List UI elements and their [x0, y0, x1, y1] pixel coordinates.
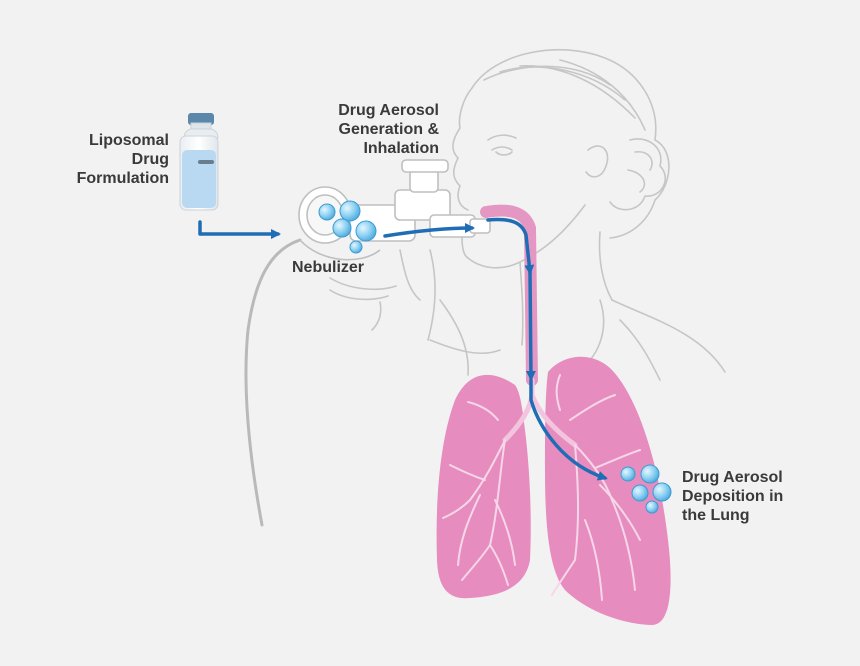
aerosol-particle-icon	[355, 220, 377, 242]
aerosol-particle-icon	[349, 240, 363, 254]
label-line: Formulation	[76, 170, 169, 187]
label-liposomal-formulation: Liposomal Drug Formulation	[77, 131, 169, 188]
airway	[480, 204, 538, 386]
label-line: the Lung	[682, 507, 750, 524]
label-line: Generation &	[338, 121, 439, 138]
aerosol-particles-lung	[620, 464, 672, 514]
aerosol-particle-icon	[640, 464, 660, 484]
label-line: Drug	[131, 151, 169, 168]
hand-outline	[329, 249, 436, 341]
aerosol-particle-icon	[339, 200, 361, 222]
label-aerosol-deposition: Drug Aerosol Deposition in the Lung	[682, 468, 783, 525]
label-nebulizer: Nebulizer	[292, 259, 365, 276]
label-line: Drug Aerosol	[682, 469, 783, 486]
aerosol-particle-icon	[645, 500, 659, 514]
lung-icon	[436, 356, 671, 625]
label-line: Deposition in	[682, 488, 784, 505]
aerosol-particle-icon	[332, 218, 352, 238]
aerosol-particle-icon	[620, 466, 636, 482]
person-outline	[429, 48, 726, 381]
vial-icon	[179, 113, 219, 211]
nebulizer-tubing	[244, 238, 302, 527]
aerosol-particles-nebulizer	[318, 200, 377, 254]
label-line: Drug Aerosol	[338, 102, 439, 119]
aerosol-particle-icon	[631, 484, 649, 502]
label-aerosol-generation: Drug Aerosol Generation & Inhalation	[338, 101, 439, 158]
label-line: Inhalation	[363, 140, 439, 157]
aerosol-particle-icon	[318, 203, 336, 221]
flow-arrow-icon	[198, 217, 608, 481]
label-line: Liposomal	[88, 132, 169, 149]
aerosol-particle-icon	[652, 482, 672, 502]
